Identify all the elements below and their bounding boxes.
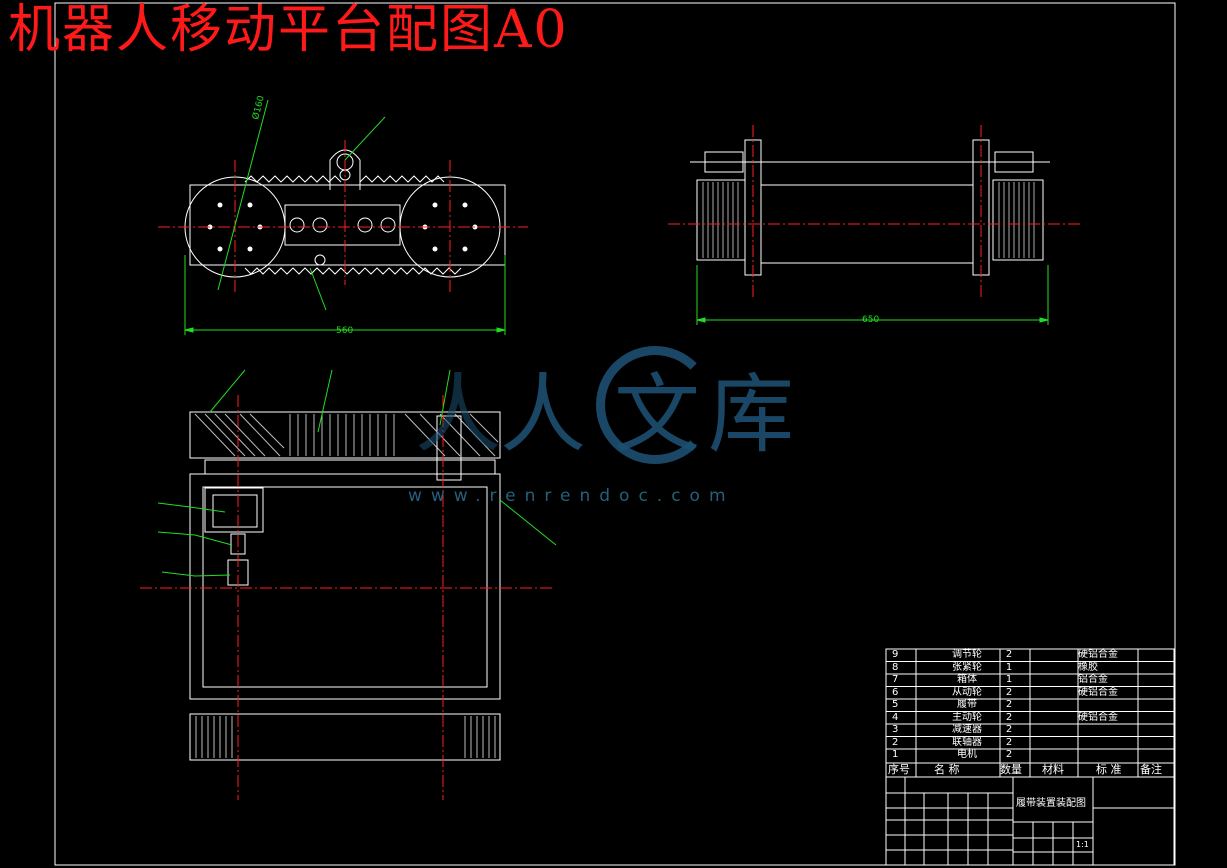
table-row: 7 箱体 1 铝合金 [886, 674, 1174, 686]
bom-no: 5 [892, 699, 899, 710]
watermark-char-1: 人 [415, 365, 501, 465]
top-view-width-label: 650 [862, 315, 879, 325]
bom-qty: 2 [1005, 749, 1013, 760]
track-outline [189, 184, 506, 266]
drawing-title: 机器人移动平台配图A0 [8, 0, 569, 60]
bom-name: 电机 [957, 749, 977, 760]
reducer-block [204, 487, 264, 533]
watermark-char-3: 文 [614, 365, 700, 465]
title-block-scale: 1:1 [1076, 840, 1089, 849]
top-view [690, 139, 1050, 276]
right-track-assembly [992, 179, 1044, 261]
bom-qty: 1 [1005, 661, 1013, 673]
track-teeth-bottom [244, 267, 462, 275]
bom-header-name: 名 称 [934, 763, 960, 776]
central-frame [284, 204, 401, 246]
bom-name: 从动轮 [952, 686, 982, 698]
title-block-drawing-name: 履带装置装配图 [1016, 798, 1086, 809]
side-view-width-dimension [184, 255, 506, 335]
bom-name: 履带 [957, 699, 977, 710]
bom-no: 8 [892, 661, 899, 673]
table-row: 9 调节轮 2 硬铝合金 [886, 649, 1174, 661]
bom-header-row: 序号 名 称 数量 材料 标 准 备注 [886, 764, 1174, 776]
bom-header-material: 材料 [1042, 763, 1064, 776]
table-row: 4 主动轮 2 硬铝合金 [886, 712, 1174, 724]
bom-material: 硬铝合金 [1078, 686, 1118, 698]
bom-qty: 1 [1005, 674, 1013, 685]
bom-qty: 2 [1005, 711, 1013, 723]
bom-name: 张紧轮 [952, 661, 982, 673]
table-row: 5 履带 2 [886, 699, 1174, 711]
bom-no: 1 [892, 749, 899, 760]
table-row: 3 减速器 2 [886, 724, 1174, 736]
table-row: 1 电机 2 [886, 749, 1174, 761]
bom-name: 主动轮 [952, 711, 982, 723]
table-row: 2 联轴器 2 [886, 737, 1174, 749]
bom-no: 9 [892, 649, 899, 660]
bom-qty: 2 [1005, 649, 1013, 660]
bom-name: 联轴器 [952, 736, 982, 748]
bom-header-qty: 数量 [1000, 763, 1022, 776]
bom-header-standard: 标 准 [1096, 763, 1122, 776]
bom-no: 3 [892, 724, 899, 735]
bom-material: 铝合金 [1078, 674, 1108, 685]
side-view-width-label: 560 [336, 326, 353, 336]
bom-no: 2 [892, 736, 899, 748]
top-view-width-dimension [696, 265, 1049, 325]
watermark-char-2: 人 [500, 365, 586, 465]
bom-no: 6 [892, 686, 899, 698]
bom-table-grid [885, 648, 1175, 866]
track-teeth-top [244, 175, 445, 183]
bom-qty: 2 [1005, 686, 1013, 698]
gearbox-housing [189, 473, 501, 700]
watermark-logo-ring [596, 346, 714, 464]
bom-no: 4 [892, 711, 899, 723]
lower-track [189, 713, 501, 761]
bom-name: 减速器 [952, 724, 982, 735]
bom-name: 调节轮 [952, 649, 982, 660]
bom-no: 7 [892, 674, 899, 685]
side-view-diameter-label: Ø160 [250, 94, 267, 120]
watermark-url: www.renrendoc.com [408, 486, 735, 506]
bom-qty: 2 [1005, 736, 1013, 748]
bom-material: 硬铝合金 [1078, 711, 1118, 723]
table-row: 6 从动轮 2 硬铝合金 [886, 687, 1174, 699]
watermark-char-4: 库 [708, 365, 794, 465]
bom-material: 橡胶 [1078, 661, 1098, 673]
bom-header-no: 序号 [888, 763, 910, 776]
bom-name: 箱体 [957, 674, 977, 685]
bom-material: 硬铝合金 [1078, 649, 1118, 660]
bom-header-remark: 备注 [1140, 763, 1162, 776]
table-row: 8 张紧轮 1 橡胶 [886, 662, 1174, 674]
plan-view [189, 411, 501, 761]
bom-qty: 2 [1005, 724, 1013, 735]
upper-track [189, 411, 501, 459]
drawing-frame [54, 2, 1176, 866]
bom-qty: 2 [1005, 699, 1013, 710]
